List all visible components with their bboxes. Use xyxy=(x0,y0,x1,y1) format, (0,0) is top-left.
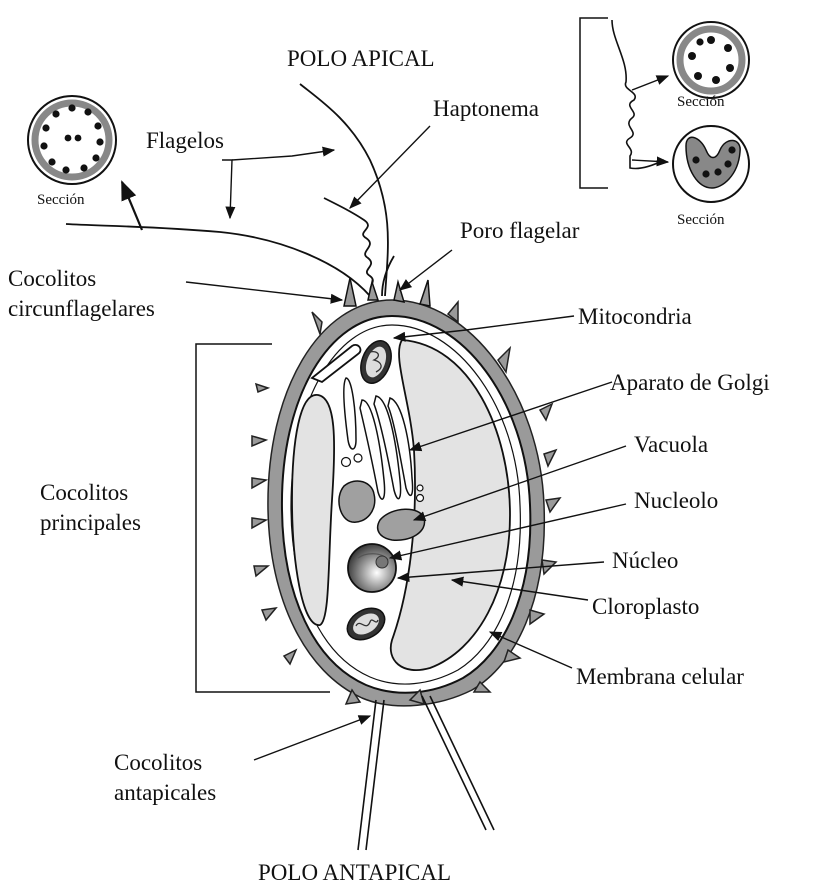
label-cocolitos-circ-1: Cocolitos xyxy=(8,266,96,291)
antapical-coccoliths xyxy=(358,696,494,850)
label-haptonema: Haptonema xyxy=(433,96,539,121)
label-poro-flagelar: Poro flagelar xyxy=(460,218,580,243)
label-polo-apical: POLO APICAL xyxy=(287,46,435,71)
vacuole-left xyxy=(339,481,375,522)
label-nucleolo: Nucleolo xyxy=(634,488,718,513)
label-cocolitos-pr-2: principales xyxy=(40,510,141,535)
label-cocolitos-ant-1: Cocolitos xyxy=(114,750,202,775)
label-aparato-golgi: Aparato de Golgi xyxy=(610,370,770,395)
section-left xyxy=(28,96,116,184)
label-seccion-bottom: Sección xyxy=(677,212,725,228)
label-seccion-top: Sección xyxy=(677,94,725,110)
section-bottom-right xyxy=(673,126,749,202)
label-vacuola: Vacuola xyxy=(634,432,708,457)
nucleolus xyxy=(376,556,388,568)
label-flagelos: Flagelos xyxy=(146,128,224,153)
flagella xyxy=(66,84,394,296)
haptonema-inset xyxy=(580,18,664,188)
haptonema-coil xyxy=(324,198,373,296)
section-top-right xyxy=(673,22,749,98)
label-cocolitos-pr-1: Cocolitos xyxy=(40,480,128,505)
label-mitocondria: Mitocondria xyxy=(578,304,692,329)
label-nucleo: Núcleo xyxy=(612,548,678,573)
label-membrana: Membrana celular xyxy=(576,664,744,689)
flagellum-right xyxy=(300,84,388,296)
label-seccion-left: Sección xyxy=(37,192,85,208)
label-cocolitos-circ-2: circunflagelares xyxy=(8,296,155,321)
cell-body xyxy=(252,300,560,706)
label-polo-antapical: POLO ANTAPICAL xyxy=(258,860,451,885)
label-cloroplasto: Cloroplasto xyxy=(592,594,699,619)
nucleus xyxy=(348,544,396,592)
label-cocolitos-ant-2: antapicales xyxy=(114,780,216,805)
